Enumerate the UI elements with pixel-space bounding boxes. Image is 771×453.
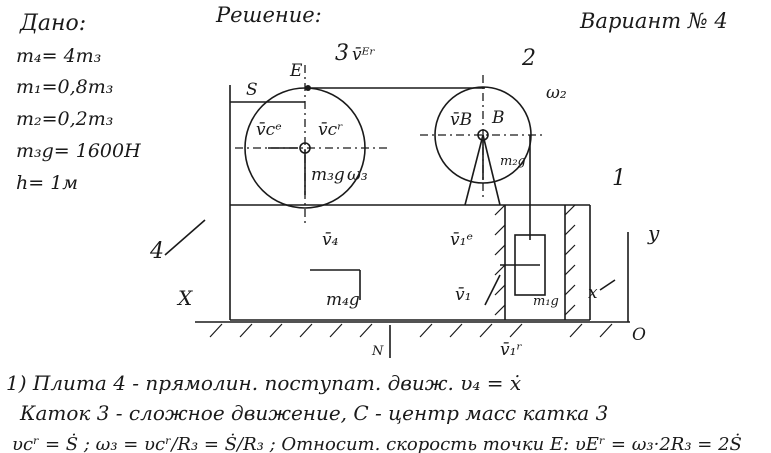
variant-label: Вариант № 4 xyxy=(579,9,728,33)
given-title: Дано: xyxy=(19,11,86,36)
given-line: m₂=0,2m₃ xyxy=(16,108,113,130)
label-O: O xyxy=(632,325,646,345)
label-vEr: v̄ᴱʳ xyxy=(352,45,375,65)
label-m2g: m₂g xyxy=(500,154,526,169)
solution-title: Решение: xyxy=(215,3,322,27)
label-v4: v̄₄ xyxy=(322,230,339,250)
label-N: N xyxy=(371,344,384,359)
label-X: X xyxy=(176,286,193,310)
solution-line: Каток 3 - сложное движение, С - центр ма… xyxy=(19,401,608,425)
label-y: y xyxy=(647,221,660,245)
label-w2: ω₂ xyxy=(546,83,567,103)
label-S: S xyxy=(246,80,258,100)
solution-line: 1) Плита 4 - прямолин. поступат. движ. υ… xyxy=(6,371,521,395)
label-x-small: x xyxy=(588,283,598,303)
mechanism-diagram xyxy=(164,65,630,358)
given-line: m₁=0,8m₃ xyxy=(16,76,113,98)
label-4: 4 xyxy=(149,239,164,264)
label-1: 1 xyxy=(612,166,626,191)
label-3: 3 xyxy=(335,41,349,66)
label-v1e: v̄₁ᵉ xyxy=(450,230,473,250)
label-m1g: m₁g xyxy=(533,294,559,309)
label-v1: v̄₁ xyxy=(455,285,471,305)
label-m3g: m₃g xyxy=(311,165,345,185)
given-line: m₃g= 1600H xyxy=(16,140,141,162)
label-vce: v̄cᵉ xyxy=(256,120,282,140)
label-v1r: v̄₁ʳ xyxy=(500,340,522,360)
given-line: h= 1м xyxy=(16,172,78,194)
label-m4g: m₄g xyxy=(326,290,360,310)
solution-line: υcʳ = Ṡ ; ω₃ = υcʳ/R₃ = Ṡ/R₃ ; Относит. … xyxy=(12,432,742,453)
label-vB: v̄B xyxy=(450,110,472,130)
label-B: B xyxy=(491,108,505,128)
label-E: E xyxy=(289,61,303,81)
label-2: 2 xyxy=(521,46,536,71)
given-line: m₄= 4m₃ xyxy=(16,45,101,67)
label-vcr: v̄cʳ xyxy=(318,120,343,140)
label-w3: ω₃ xyxy=(347,165,368,185)
